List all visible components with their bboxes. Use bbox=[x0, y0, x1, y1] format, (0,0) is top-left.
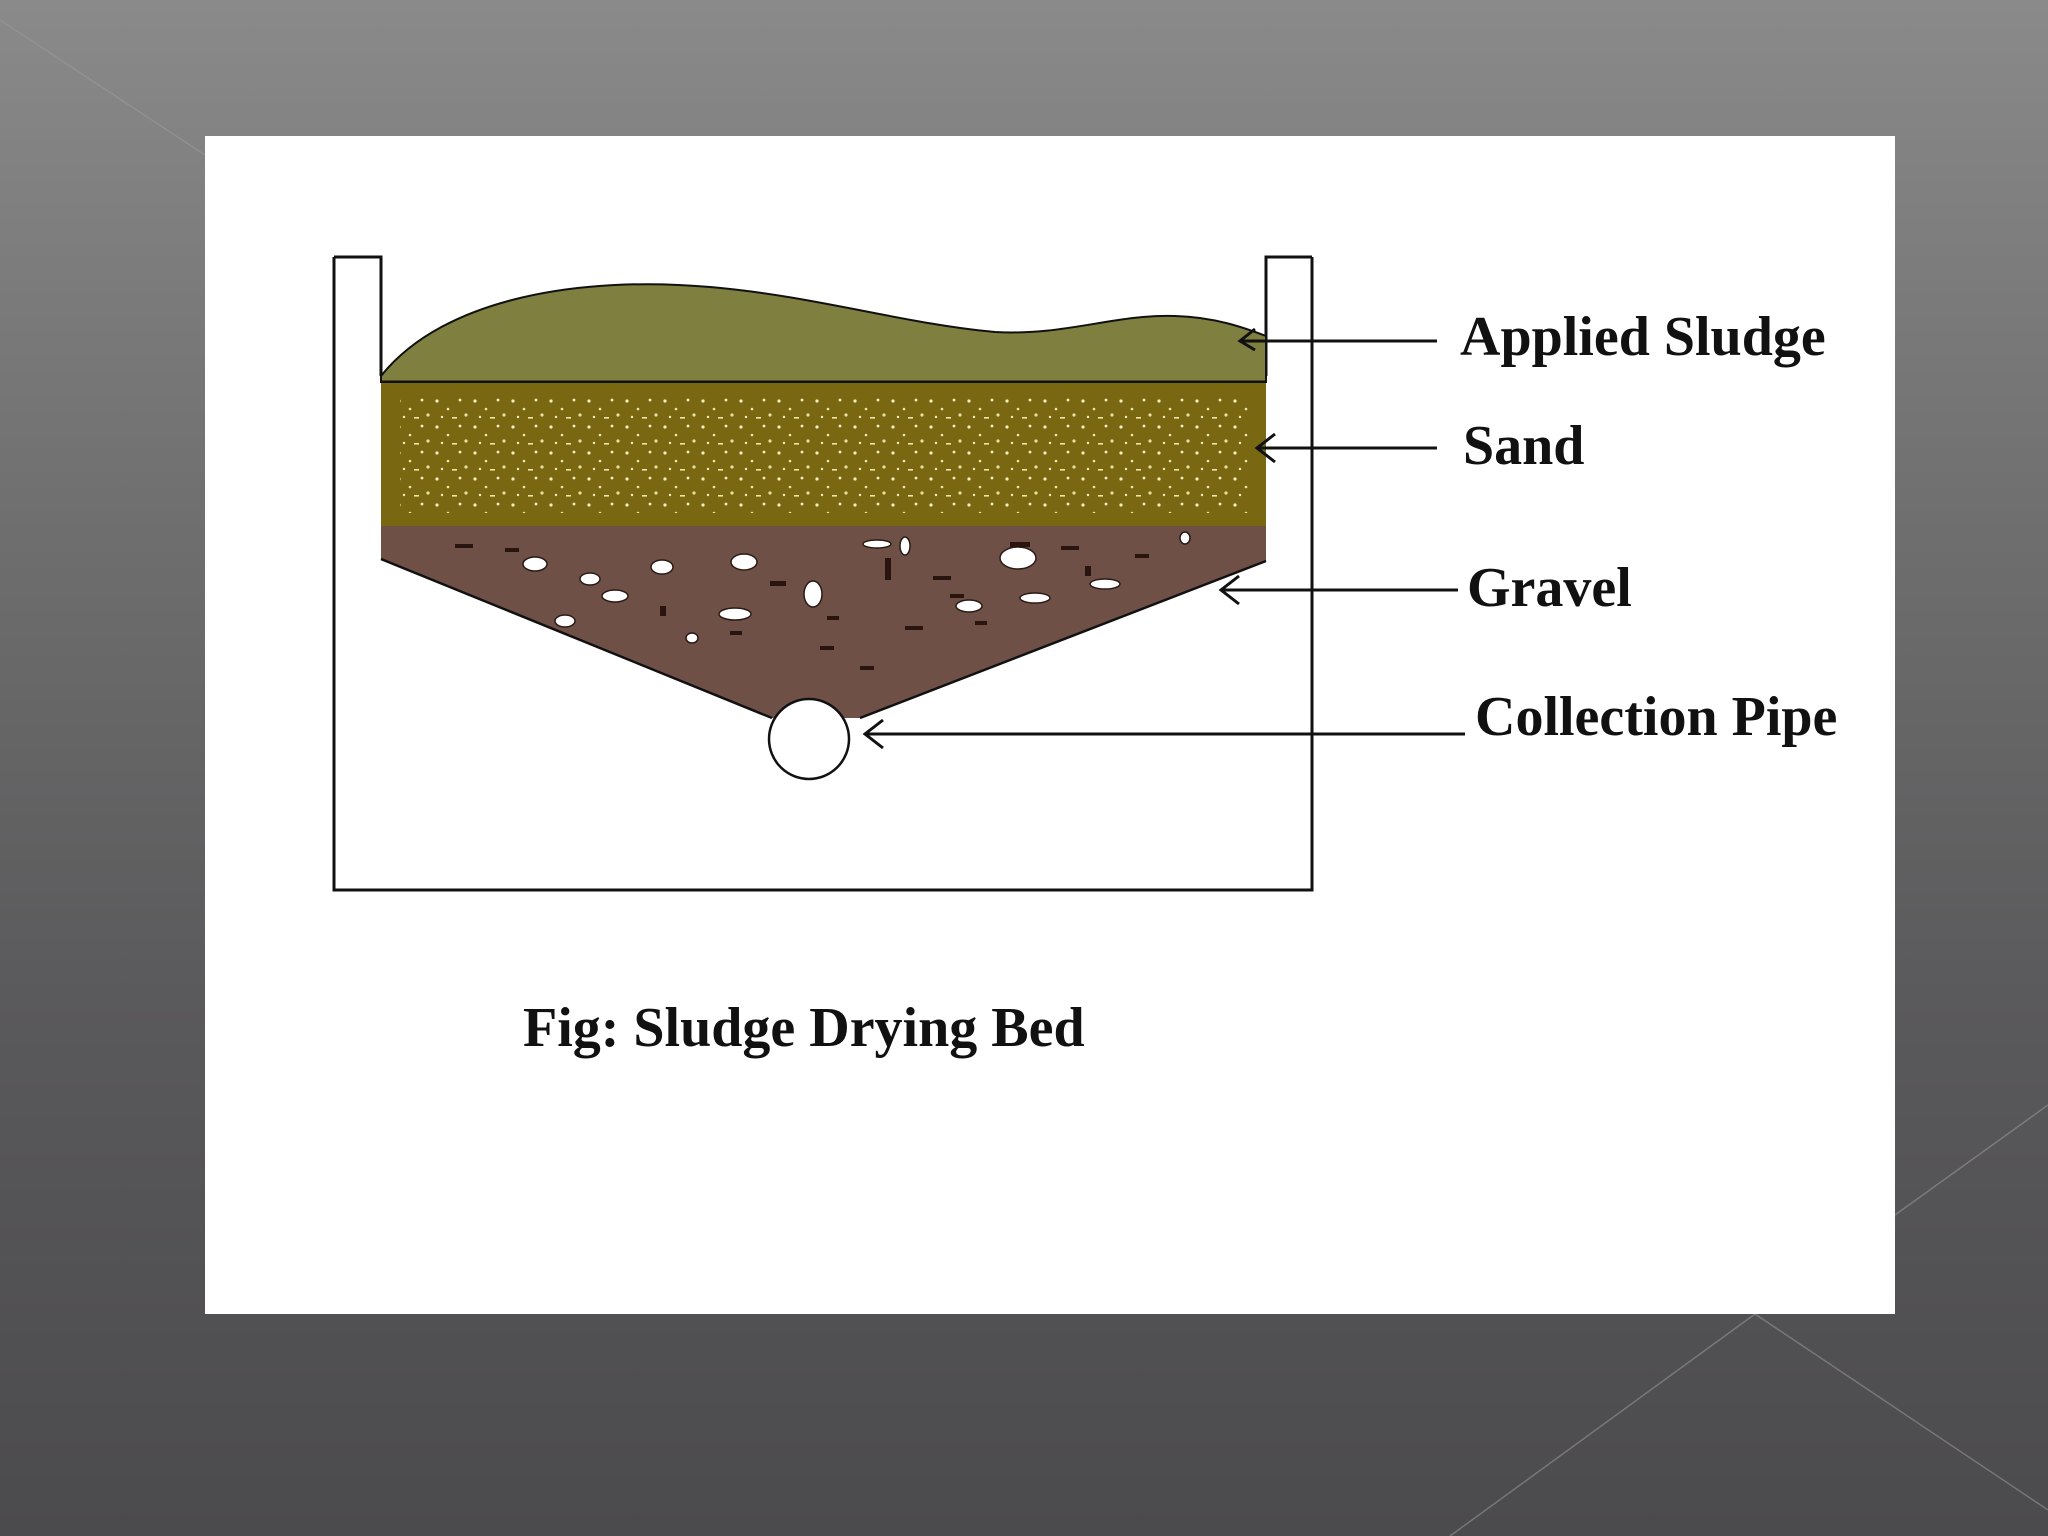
figure-panel: Applied Sludge Sand Gravel Collection Pi… bbox=[205, 136, 1895, 1314]
gravel-dark-flecks bbox=[455, 542, 1149, 670]
leader-line-collection-pipe bbox=[862, 718, 1465, 750]
applied-sludge-layer bbox=[380, 283, 1267, 383]
gravel-layer bbox=[381, 526, 1266, 718]
figure-caption: Fig: Sludge Drying Bed bbox=[523, 997, 1085, 1059]
label-sand: Sand bbox=[1463, 415, 1584, 477]
label-gravel: Gravel bbox=[1467, 557, 1632, 619]
label-collection-pipe: Collection Pipe bbox=[1475, 686, 1837, 748]
leader-line-applied-sludge bbox=[1237, 327, 1437, 352]
gravel-outline bbox=[380, 557, 1267, 720]
label-applied-sludge: Applied Sludge bbox=[1460, 306, 1826, 368]
gravel-stones bbox=[522, 531, 1191, 644]
sludge-drying-bed-diagram: Applied Sludge Sand Gravel Collection Pi… bbox=[332, 255, 1837, 1059]
sand-texture bbox=[400, 398, 1250, 513]
leader-line-gravel bbox=[1218, 574, 1458, 606]
collection-pipe bbox=[767, 697, 851, 781]
leader-line-sand bbox=[1254, 432, 1437, 464]
